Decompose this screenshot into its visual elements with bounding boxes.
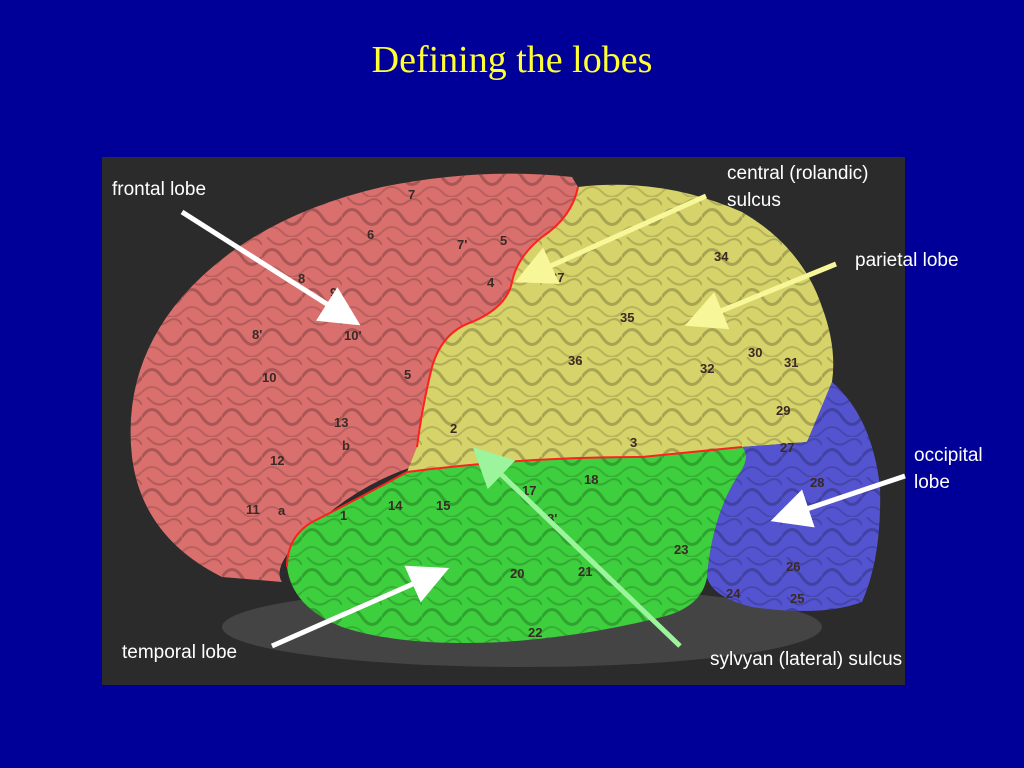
area-number: 1 [340,508,347,523]
area-number: 15 [436,498,450,513]
brain-diagram: 7 6 7' 5 4 8 9 8' 10' 10 5 13 b 12 11 a … [130,173,881,667]
area-number: 30 [748,345,762,360]
area-number: 20 [510,566,524,581]
parietal-lobe-region [407,184,834,472]
area-number: 4 [487,275,495,290]
area-number: 25 [790,591,804,606]
area-number: 18 [584,472,598,487]
area-number: 37 [550,270,564,285]
brain-photo: 7 6 7' 5 4 8 9 8' 10' 10 5 13 b 12 11 a … [102,157,905,685]
area-number: 8' [252,327,262,342]
area-number: 5 [500,233,507,248]
area-number: 8' [547,511,557,526]
area-number: 24 [726,586,741,601]
area-number: 21 [578,564,592,579]
area-number: 3 [630,435,637,450]
label-frontal-lobe: frontal lobe [112,179,207,200]
area-number: b [342,438,350,453]
area-number: 14 [388,498,403,513]
area-number: 36 [568,353,582,368]
area-number: 10 [262,370,276,385]
area-number: 26 [786,559,800,574]
area-number: 29 [776,403,790,418]
area-number: 22 [528,625,542,640]
area-number: 10' [344,328,362,343]
area-number: 31 [784,355,798,370]
area-number: 6 [367,227,374,242]
label-central-sulcus: central (rolandic) sulcus [727,163,869,211]
area-number: 35 [620,310,634,325]
label-temporal-lobe: temporal lobe [122,642,238,663]
slide-title: Defining the lobes [371,39,653,81]
area-number: 7' [457,237,467,252]
area-number: 13 [334,415,348,430]
area-number: 5 [404,367,411,382]
temporal-border-line [286,471,408,568]
area-number: 32 [700,361,714,376]
area-number: 12 [270,453,284,468]
area-number: 28 [810,475,824,490]
label-sylvian-sulcus: sylvyan (lateral) sulcus [710,649,903,670]
area-number: 8 [298,271,305,286]
label-parietal-lobe: parietal lobe [855,250,959,271]
area-number: 23 [674,542,688,557]
area-number: 9 [330,285,337,300]
area-number: 27 [780,440,794,455]
area-number: a [278,503,286,518]
area-number: 34 [714,249,729,264]
area-number: 11 [246,502,260,517]
area-number: 2 [450,421,457,436]
label-occipital-lobe: occipital lobe [914,445,983,493]
area-number: 17 [522,483,536,498]
area-number: 7 [408,187,415,202]
